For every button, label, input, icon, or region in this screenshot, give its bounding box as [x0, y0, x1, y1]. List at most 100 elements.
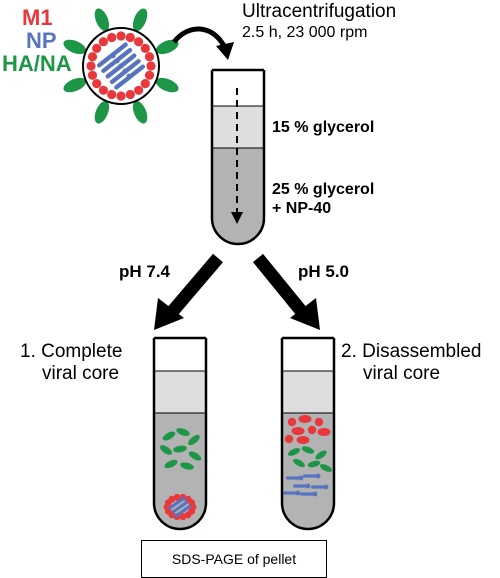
np-bead: [298, 475, 304, 481]
left-tube-outline: [152, 338, 208, 531]
np-bead: [323, 484, 329, 490]
ph-right-label: pH 5.0: [298, 262, 350, 281]
tube-complete-core: [152, 336, 208, 531]
m1-protein: [107, 32, 117, 43]
ha-na-fragment: [164, 459, 178, 469]
left-tube-middle-layer: [154, 371, 206, 413]
ha-na-spike: [132, 100, 148, 124]
np-rod: [311, 485, 325, 489]
legend-ha-na: HA/NA: [2, 51, 72, 77]
np-rod: [286, 476, 300, 480]
m1-protein: [125, 89, 135, 100]
tube-outline: [210, 70, 266, 246]
m1-protein: [144, 52, 155, 62]
m1-protein: [146, 61, 156, 71]
ha-na-fragment: [180, 462, 194, 470]
ha-na-spike: [94, 8, 110, 32]
m1-protein: [86, 61, 96, 71]
sds-page-label: SDS-PAGE of pellet: [171, 551, 297, 567]
m1-protein: [307, 425, 317, 435]
m1-protein: [140, 79, 150, 89]
left-pellet-core: [163, 493, 197, 521]
m1-layer: [86, 31, 156, 101]
legend-np: NP: [26, 28, 57, 54]
arrow-right-shaft: [252, 253, 308, 317]
ha-na-fragment: [176, 428, 190, 436]
np-bead: [110, 53, 116, 59]
m1-protein: [168, 495, 176, 503]
m1-protein: [140, 43, 150, 54]
ha-na-fragment: [315, 450, 327, 460]
m1-protein: [87, 52, 98, 62]
m1-protein: [173, 493, 181, 501]
right-result-label-2: viral core: [363, 363, 441, 384]
left-result-label-1: 1. Complete: [20, 341, 123, 362]
m1-protein: [92, 43, 102, 54]
m1-protein: [125, 32, 135, 43]
m1-protein: [116, 91, 126, 101]
virus-particle: [63, 8, 179, 124]
curved-arrow-head: [216, 42, 234, 60]
m1-protein: [134, 85, 144, 95]
np-rod: [293, 484, 307, 488]
np-bead: [315, 473, 321, 479]
m1-protein: [98, 85, 108, 95]
m1-protein: [179, 513, 187, 521]
m1-protein: [116, 31, 126, 41]
ha-na-spike: [63, 77, 87, 93]
ha-na-spike: [155, 77, 179, 93]
top-layer-label: 15 % glycerol: [272, 119, 375, 136]
np-bead: [118, 63, 124, 69]
np-rod: [303, 474, 317, 478]
bottom-layer-label-1: 25 % glycerol: [272, 181, 375, 198]
sds-page-box: SDS-PAGE of pellet: [141, 540, 327, 578]
np-rod: [171, 500, 189, 514]
m1-protein: [291, 427, 305, 435]
np-rod: [300, 492, 314, 496]
m1-protein: [98, 37, 108, 47]
np-bead: [126, 73, 132, 79]
m1-protein: [92, 79, 102, 89]
ha-na-fragment: [188, 434, 200, 446]
m1-protein: [298, 415, 312, 423]
ha-na-spike: [63, 39, 87, 55]
right-tube-outline: [280, 338, 336, 531]
np-bead: [114, 58, 120, 64]
m1-protein: [284, 434, 294, 444]
curved-arrow: [172, 26, 227, 48]
np-bead: [295, 490, 301, 496]
np-bead: [305, 483, 311, 489]
right-tube-middle-layer: [282, 371, 334, 413]
ha-na-fragment: [307, 460, 321, 468]
ha-na-fragment: [301, 446, 315, 454]
left-ha-na-fragments: [159, 428, 202, 470]
ha-na-fragment: [287, 448, 301, 456]
ha-na-fragment: [173, 445, 187, 453]
ha-na-spike: [94, 100, 110, 124]
np-bead: [122, 68, 128, 74]
tube-disassembled-core: [280, 336, 336, 531]
arrow-left-head: [154, 298, 184, 330]
np-rod: [168, 496, 186, 510]
ha-na-fragment: [162, 431, 176, 441]
right-dissociated-proteins: [283, 415, 333, 497]
np-rod: [174, 504, 192, 518]
ha-na-fragment: [293, 458, 305, 468]
m1-protein: [184, 511, 192, 519]
left-result-label-2: viral core: [42, 363, 120, 384]
np-rod: [283, 491, 297, 495]
m1-protein: [134, 37, 144, 47]
m1-protein: [188, 499, 196, 507]
m1-protein: [144, 70, 155, 80]
right-tube-bottom-layer: [282, 413, 334, 529]
step-conditions: 2.5 h, 23 000 rpm: [242, 24, 368, 41]
m1-protein: [317, 428, 331, 436]
legend: M1 NP HA/NA: [2, 6, 72, 75]
m1-protein: [287, 417, 297, 427]
m1-protein: [87, 70, 98, 80]
gradient-tube: [210, 68, 266, 246]
step-title: Ultracentrifugation: [242, 1, 397, 22]
ha-na-spike: [155, 39, 179, 55]
